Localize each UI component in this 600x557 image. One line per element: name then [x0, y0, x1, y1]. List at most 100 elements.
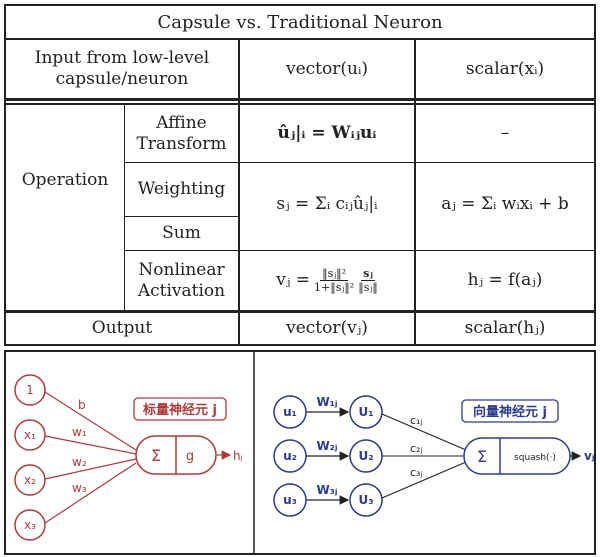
table-divider	[4, 98, 596, 101]
affine-label-line2: Transform	[136, 133, 227, 154]
output-capsule-cell: vector(vⱼ)	[240, 313, 414, 344]
table-divider	[124, 250, 596, 251]
scalar-weight-label: b	[78, 398, 86, 412]
input-capsule-cell: vector(uᵢ)	[240, 40, 414, 98]
vector-coupling-label: c₂ⱼ	[410, 442, 422, 455]
table-border	[4, 344, 596, 346]
nonlinear-traditional-cell: hⱼ = f(aⱼ)	[416, 251, 594, 310]
scalar-activation-label: g	[186, 449, 194, 464]
fraction-1-denominator: 1+‖sⱼ‖²	[314, 281, 355, 294]
vector-coupling-labels: c₁ⱼ c₂ⱼ c₃ⱼ	[410, 414, 422, 479]
weighting-capsule-formula: sⱼ = Σᵢ cᵢⱼûⱼ|ᵢ	[276, 193, 378, 214]
output-label-text: Output	[91, 318, 153, 338]
nonlinear-capsule-lhs: vⱼ =	[276, 270, 310, 290]
affine-capsule-formula: ûⱼ|ᵢ = Wᵢⱼuᵢ	[277, 123, 377, 143]
scalar-input-label: x₃	[24, 518, 36, 532]
vector-sum-symbol: Σ	[477, 447, 487, 466]
affine-traditional-value: –	[500, 123, 510, 143]
input-traditional-value: scalar(xᵢ)	[465, 58, 545, 79]
table-title-text: Capsule vs. Traditional Neuron	[157, 11, 443, 33]
scalar-input-label: 1	[26, 383, 34, 397]
vector-weight-label: W₁ⱼ	[316, 395, 337, 409]
input-capsule-value: vector(uᵢ)	[285, 58, 368, 79]
scalar-neuron-labels: 1 x₁ x₂ x₃ b w₁ w₂ w₃ Σ g hⱼ 标量神经元 j	[24, 383, 243, 532]
nonlinear-label: Nonlinear Activation	[125, 251, 238, 310]
weighting-capsule-cell: sⱼ = Σᵢ cᵢⱼûⱼ|ᵢ	[240, 174, 414, 234]
affine-traditional-cell: –	[416, 105, 594, 162]
weighting-label-text: Weighting	[137, 179, 226, 199]
scalar-title: 标量神经元 j	[142, 402, 217, 418]
table-divider	[124, 216, 238, 217]
scalar-edge	[44, 458, 137, 480]
input-traditional-cell: scalar(xᵢ)	[416, 40, 594, 98]
vector-weight-label: W₂ⱼ	[316, 439, 337, 453]
vector-coupling-label: c₃ⱼ	[410, 466, 422, 479]
operation-label: Operation	[6, 105, 124, 255]
operation-label-text: Operation	[21, 169, 109, 190]
vector-prediction-label: U₂	[359, 449, 374, 463]
scalar-input-node	[14, 419, 46, 451]
vector-input-label: u₂	[283, 449, 297, 463]
vector-weight-label: W₃ⱼ	[316, 483, 337, 497]
affine-label-line1: Affine	[156, 112, 207, 133]
scalar-input-node	[14, 464, 46, 496]
sum-label: Sum	[125, 217, 238, 250]
input-label-line2: capsule/neuron	[55, 69, 189, 89]
scalar-weight-label: w₃	[72, 481, 87, 495]
vector-prediction-node	[349, 395, 383, 429]
table-divider	[124, 162, 596, 163]
scalar-weight-label: w₂	[72, 455, 87, 469]
output-row-label: Output	[6, 313, 238, 344]
input-row-label: Input from low-level capsule/neuron	[6, 40, 238, 98]
vector-input-label: u₁	[283, 405, 297, 419]
scalar-title-box	[133, 397, 227, 421]
nonlinear-traditional-formula: hⱼ = f(aⱼ)	[467, 270, 543, 290]
output-capsule-value: vector(vⱼ)	[286, 318, 368, 338]
vector-coupling-edge	[381, 413, 467, 451]
scalar-input-label: x₁	[24, 428, 36, 442]
weighting-label: Weighting	[125, 163, 238, 216]
table-divider	[4, 38, 596, 40]
scalar-weight-label: w₁	[72, 425, 87, 439]
comparison-table: Capsule vs. Traditional Neuron Input fro…	[4, 4, 596, 346]
nonlinear-capsule-cell: vⱼ = ‖sⱼ‖² 1+‖sⱼ‖² sⱼ ‖sⱼ‖	[240, 251, 414, 310]
nonlinear-label-line1: Nonlinear	[138, 259, 225, 280]
sum-label-text: Sum	[162, 223, 201, 243]
scalar-input-node	[14, 509, 46, 541]
fraction-1-numerator: ‖sⱼ‖²	[320, 267, 349, 281]
table-title: Capsule vs. Traditional Neuron	[4, 6, 596, 38]
vector-prediction-node	[349, 483, 383, 517]
diagram-canvas: 1 x₁ x₂ x₃ b w₁ w₂ w₃ Σ g hⱼ 标量神经元 j	[14, 352, 594, 553]
vector-title: 向量神经元 j	[473, 404, 547, 420]
vector-prediction-label: U₁	[359, 405, 374, 419]
fraction-2-denominator: ‖sⱼ‖	[358, 281, 378, 294]
scalar-input-node	[14, 374, 46, 406]
weighting-traditional-formula: aⱼ = Σᵢ wᵢxᵢ + b	[441, 193, 569, 214]
vector-neuron-labels: u₁ u₂ u₃ U₁ U₂ U₃ W₁ⱼ W₂ⱼ W₃ⱼ	[283, 395, 373, 507]
vector-neuron-body-labels: Σ squash(·) vⱼ 向量神经元 j	[473, 404, 594, 466]
scalar-edge	[44, 435, 137, 455]
nonlinear-label-line2: Activation	[137, 280, 226, 301]
weighting-traditional-cell: aⱼ = Σᵢ wᵢxᵢ + b	[416, 174, 594, 234]
scalar-input-label: x₂	[24, 473, 36, 487]
nonlinear-fraction-1: ‖sⱼ‖² 1+‖sⱼ‖²	[314, 267, 354, 294]
vector-coupling-label: c₁ⱼ	[410, 414, 422, 427]
output-traditional-value: scalar(hⱼ)	[464, 318, 546, 338]
fraction-2-numerator: sⱼ	[361, 267, 375, 281]
table-divider	[238, 39, 240, 345]
vector-input-label: u₃	[283, 493, 297, 507]
vector-output-label: vⱼ	[584, 449, 594, 463]
nonlinear-fraction-2: sⱼ ‖sⱼ‖	[358, 267, 378, 294]
table-divider	[414, 39, 416, 345]
vector-activation-label: squash(·)	[514, 453, 556, 463]
affine-capsule-cell: ûⱼ|ᵢ = Wᵢⱼuᵢ	[240, 105, 414, 162]
affine-label: Affine Transform	[125, 105, 238, 162]
table-divider	[4, 310, 596, 313]
scalar-neuron-diagram	[14, 374, 232, 541]
scalar-edge	[44, 462, 137, 524]
vector-prediction-label: U₃	[359, 493, 374, 507]
table-border	[4, 4, 6, 346]
vector-title-box	[461, 399, 559, 423]
vector-coupling-edge	[381, 461, 467, 499]
table-border	[594, 4, 596, 346]
